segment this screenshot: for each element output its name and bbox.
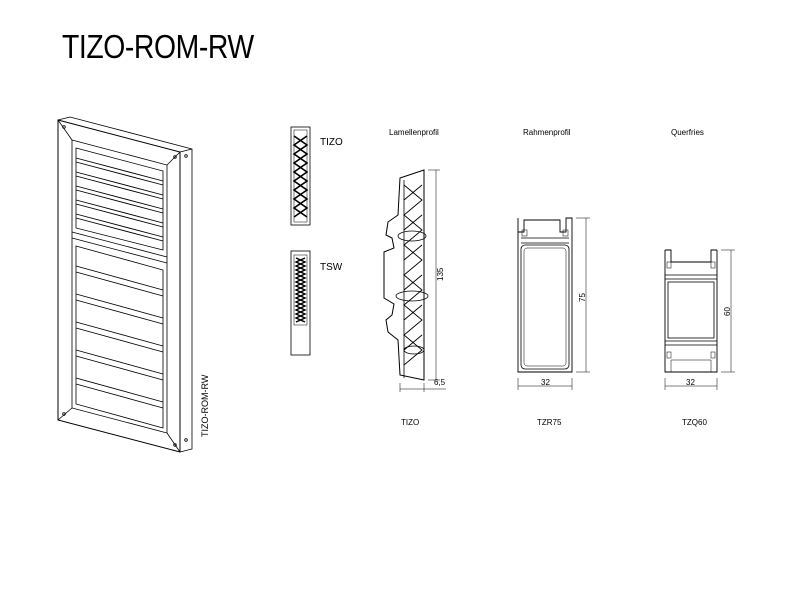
section-tizo <box>290 126 311 226</box>
dim-height-lamellen: 135 <box>436 267 445 281</box>
page-title: TIZO-ROM-RW <box>62 28 254 65</box>
dim-width-rahmen: 32 <box>541 378 550 387</box>
dim-width-querfries: 32 <box>686 378 695 387</box>
profile-code-tzr75: TZR75 <box>537 418 562 427</box>
door-drawing <box>57 116 193 453</box>
profile-code-tzq60: TZQ60 <box>682 418 707 427</box>
dim-height-querfries: 60 <box>723 307 732 316</box>
profile-querfries <box>664 249 735 390</box>
door-side-label: TIZO-ROM-RW <box>200 374 210 437</box>
section-tsw <box>290 250 311 356</box>
section-label-tizo: TIZO <box>320 137 343 148</box>
section-label-tsw: TSW <box>320 262 343 273</box>
profile-heading-rahmen: Rahmenprofil <box>523 128 571 137</box>
profile-code-tizo: TIZO <box>401 418 420 427</box>
profile-heading-lamellen: Lamellenprofil <box>389 128 439 137</box>
profile-rahmen <box>517 217 590 390</box>
dim-height-rahmen: 75 <box>578 293 587 302</box>
profile-heading-querfries: Querfries <box>671 128 704 137</box>
dim-width-lamellen: 6,5 <box>434 378 446 387</box>
profile-lamellen <box>383 169 446 392</box>
